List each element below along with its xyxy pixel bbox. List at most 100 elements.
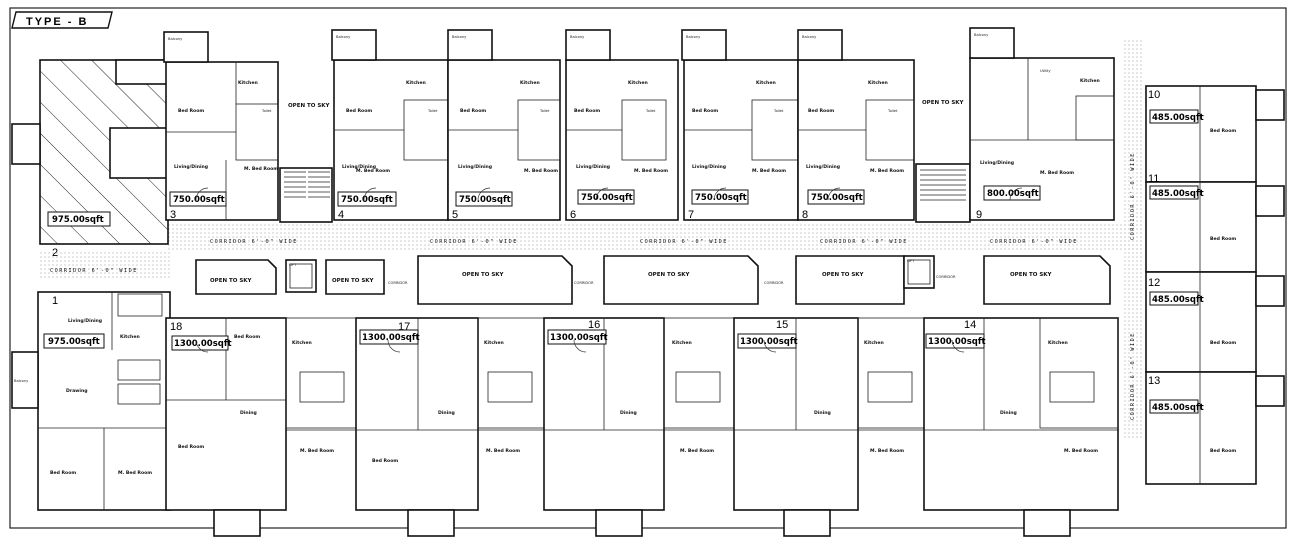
room-label: Bed Room — [1210, 340, 1236, 346]
room-label: Dining — [814, 410, 831, 416]
room-label: Bed Room — [234, 334, 260, 340]
flat-number: 1 — [52, 295, 58, 307]
room-label: Kitchen — [238, 80, 258, 86]
room-label: Drawing — [66, 388, 88, 394]
open-to-sky-label: OPEN TO SKY — [210, 278, 253, 284]
room-label: M. Bed Room — [300, 448, 334, 454]
room-label: Living/Dining — [458, 164, 492, 170]
room-label: Balcony — [686, 35, 701, 39]
room-label: M. Bed Room — [244, 166, 278, 172]
room-label: Kitchen — [406, 80, 426, 86]
corridor-label-7: CORRIDOR 6'-0" WIDE — [1130, 152, 1136, 240]
flat-number: 2 — [52, 247, 58, 259]
corridor-label-2: CORRIDOR 6'-0" WIDE — [430, 239, 518, 245]
room-label: Toilet — [539, 109, 550, 113]
flat-number: 3 — [170, 209, 176, 221]
lift-label: LIFT — [289, 263, 297, 267]
top-row-labels: Bed Room Bed Room Bed Room Bed Room Bed … — [168, 33, 1100, 176]
room-label: M. Bed Room — [1064, 448, 1098, 454]
top-row-flats — [163, 27, 1115, 223]
right-column-flats: Bed Room Bed Room Bed Room Bed Room — [1145, 85, 1285, 485]
room-label: M. Bed Room — [1040, 170, 1074, 176]
flat-area-tag: 1300.00sqft — [740, 337, 798, 347]
corridor-note: CORRIDOR — [764, 281, 784, 285]
flat-area-tag: 1300.00sqft — [928, 337, 986, 347]
corridor-note: CORRIDOR — [388, 281, 408, 285]
room-label: Bed Room — [178, 108, 204, 114]
flat-area-tag: 975.00sqft — [52, 215, 104, 225]
room-label: M. Bed Room — [870, 168, 904, 174]
room-label: Living/Dining — [342, 164, 376, 170]
plan-title: TYPE - B — [26, 16, 88, 28]
flat-area-tag: 975.00sqft — [48, 337, 100, 347]
corridor-note: CORRIDOR — [936, 275, 956, 279]
room-label: Dining — [620, 410, 637, 416]
room-label: M. Bed Room — [752, 168, 786, 174]
flat-tags: 1 975.00sqft 2 975.00sqft 3 750.00sqft 4… — [43, 89, 1204, 414]
flat-number: 16 — [588, 319, 600, 331]
flat-number: 15 — [776, 319, 788, 331]
room-label: Living/Dining — [980, 160, 1014, 166]
corridor-label-6: CORRIDOR 6'-0" WIDE — [50, 268, 138, 274]
room-label: Bed Room — [460, 108, 486, 114]
room-label: Bed Room — [50, 470, 76, 476]
room-label: M. Bed Room — [870, 448, 904, 454]
corridor-label-5: CORRIDOR 6'-0" WIDE — [990, 239, 1078, 245]
room-label: Toilet — [261, 109, 272, 113]
corridor-label-1: CORRIDOR 6'-0" WIDE — [210, 239, 298, 245]
room-label: Bed Room — [346, 108, 372, 114]
flat-area-tag: 1300.00sqft — [362, 333, 420, 343]
room-label: Kitchen — [1048, 340, 1068, 346]
room-label: Bed Room — [692, 108, 718, 114]
door-swings — [195, 187, 1023, 353]
room-label: Kitchen — [1080, 78, 1100, 84]
flat-area-tag: 485.00sqft — [1152, 403, 1204, 413]
room-label: Living/Dining — [174, 164, 208, 170]
flat-number: 6 — [570, 209, 576, 221]
open-to-sky-label: OPEN TO SKY — [288, 103, 331, 109]
flat-number: 5 — [452, 209, 458, 221]
flat-number: 18 — [170, 321, 182, 333]
corridor-note: CORRIDOR — [574, 281, 594, 285]
room-label: Dining — [438, 410, 455, 416]
room-label: Balcony — [802, 35, 817, 39]
flat-area-tag: 800.00sqft — [987, 189, 1039, 199]
flat-area-tag: 485.00sqft — [1152, 113, 1204, 123]
corridor-label-3: CORRIDOR 6'-0" WIDE — [640, 239, 728, 245]
open-to-sky-label: OPEN TO SKY — [648, 272, 691, 278]
room-label: Kitchen — [628, 80, 648, 86]
open-to-sky-label: OPEN TO SKY — [1010, 272, 1053, 278]
open-to-sky-label: OPEN TO SKY — [462, 272, 505, 278]
flat-number: 12 — [1148, 277, 1160, 289]
room-label: Kitchen — [520, 80, 540, 86]
flat-area-tag: 750.00sqft — [695, 193, 747, 203]
room-label: Toilet — [887, 109, 898, 113]
room-label: Kitchen — [292, 340, 312, 346]
room-label: Bed Room — [1210, 448, 1236, 454]
room-label: Bed Room — [1210, 128, 1236, 134]
room-label: M. Bed Room — [356, 168, 390, 174]
flat-area-tag: 1300.00sqft — [550, 333, 608, 343]
room-label: Balcony — [452, 35, 467, 39]
flat-number: 11 — [1148, 173, 1159, 185]
room-label: M. Bed Room — [634, 168, 668, 174]
room-label: Living/Dining — [68, 318, 102, 324]
room-label: Bed Room — [574, 108, 600, 114]
room-label: Toilet — [645, 109, 656, 113]
room-label: M. Bed Room — [118, 470, 152, 476]
middle-shafts: OPEN TO SKY OPEN TO SKY OPEN TO SKY OPEN… — [195, 100, 1111, 305]
flat-number: 4 — [338, 209, 344, 221]
room-label: Balcony — [14, 379, 29, 383]
room-label: Living/Dining — [806, 164, 840, 170]
flat-number: 13 — [1148, 375, 1160, 387]
corridor-label-4: CORRIDOR 6'-0" WIDE — [820, 239, 908, 245]
room-label: Bed Room — [372, 458, 398, 464]
room-label: M. Bed Room — [680, 448, 714, 454]
flat-1: Living/Dining Drawing Bed Room M. Bed Ro… — [11, 291, 171, 511]
flat-number: 8 — [802, 209, 808, 221]
flat-area-tag: 750.00sqft — [341, 195, 393, 205]
room-label: Living/Dining — [576, 164, 610, 170]
room-label: Kitchen — [864, 340, 884, 346]
room-label: Bed Room — [1210, 236, 1236, 242]
